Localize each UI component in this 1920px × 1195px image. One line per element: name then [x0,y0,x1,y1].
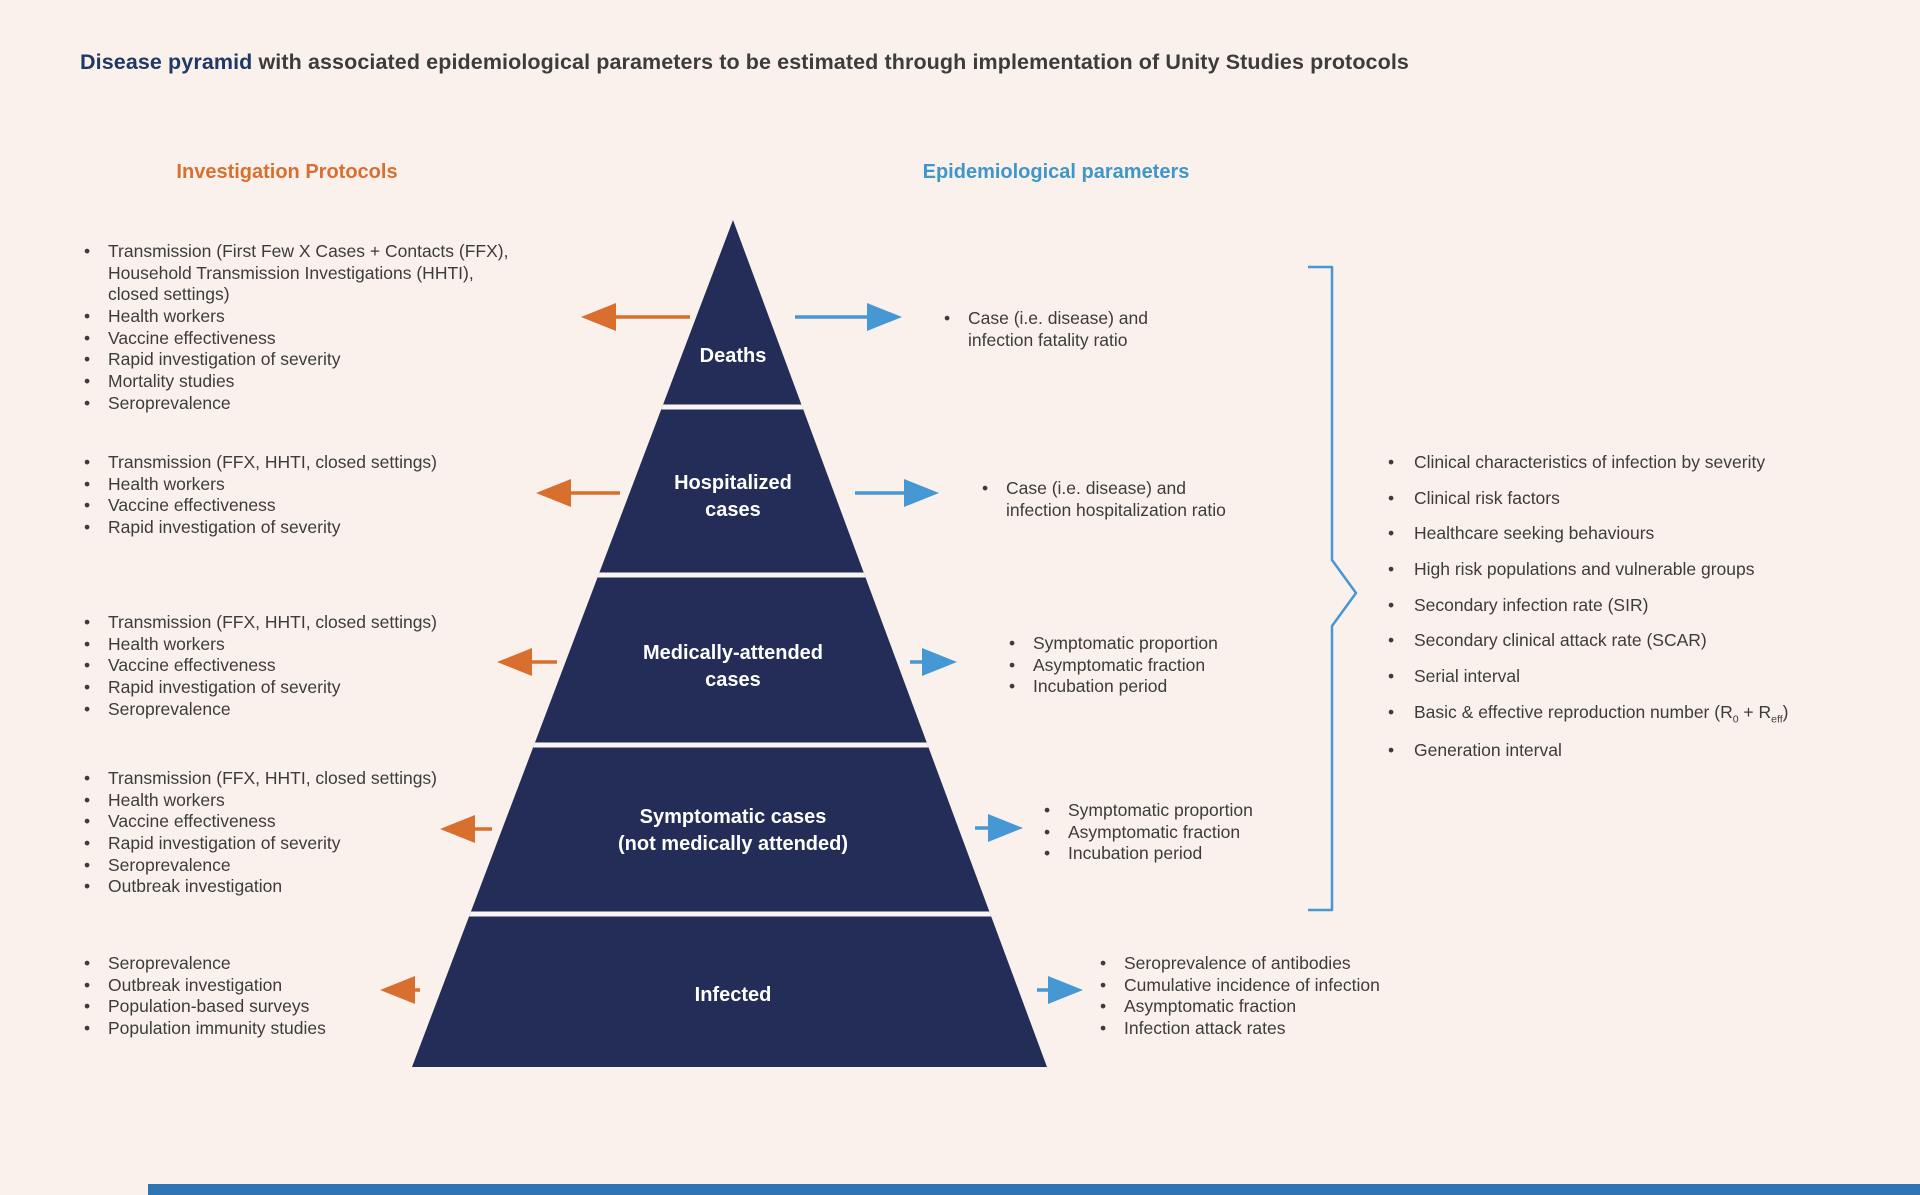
pyramid-label-medically-attended: Medically-attended cases [642,642,824,691]
pyramid-shape [412,220,1047,1067]
list-item: Symptomatic proportion [1042,800,1372,822]
investigation-list-deaths: Transmission (First Few X Cases + Contac… [82,241,552,415]
list-item: Vaccine effectiveness [82,495,552,517]
list-item: Health workers [82,474,552,496]
list-item: Symptomatic proportion [1007,633,1337,655]
list-item: Asymptomatic fraction [1007,655,1337,677]
list-item: Mortality studies [82,371,552,393]
list-item: Basic & effective reproduction number (R… [1386,702,1866,727]
investigation-list-symptomatic: Transmission (FFX, HHTI, closed settings… [82,768,552,898]
list-item: Population-based surveys [82,996,552,1018]
list-item: Case (i.e. disease) and infection hospit… [980,478,1340,521]
list-item: Health workers [82,790,552,812]
list-item: Outbreak investigation [82,975,552,997]
list-item: Incubation period [1007,676,1337,698]
list-item: Transmission (FFX, HHTI, closed settings… [82,768,552,790]
list-item: Generation interval [1386,740,1866,762]
pyramid-label-deaths: Deaths [699,345,767,367]
list-item: Asymptomatic fraction [1098,996,1458,1018]
epidemiological-parameters-header: Epidemiological parameters [922,161,1190,183]
list-item: Seroprevalence [82,953,552,975]
investigation-list-infected: SeroprevalenceOutbreak investigationPopu… [82,953,552,1040]
list-item: Seroprevalence [82,393,552,415]
list-item: High risk populations and vulnerable gro… [1386,559,1866,581]
investigation-list-hospitalized: Transmission (FFX, HHTI, closed settings… [82,452,552,539]
list-item: Secondary infection rate (SIR) [1386,595,1866,617]
parameter-list-deaths: Case (i.e. disease) and infection fatali… [942,308,1272,351]
list-item: Health workers [82,634,552,656]
list-item: Case (i.e. disease) and infection fatali… [942,308,1272,351]
list-item: Rapid investigation of severity [82,349,552,371]
list-item: Transmission (FFX, HHTI, closed settings… [82,612,552,634]
list-item: Clinical risk factors [1386,488,1866,510]
list-item: Health workers [82,306,552,328]
list-item: Healthcare seeking behaviours [1386,523,1866,545]
list-item: Seroprevalence [82,699,552,721]
list-item: Rapid investigation of severity [82,517,552,539]
parameter-list-infected: Seroprevalence of antibodiesCumulative i… [1098,953,1458,1040]
list-item: Rapid investigation of severity [82,833,552,855]
list-item: Transmission (FFX, HHTI, closed settings… [82,452,552,474]
parameter-list-hospitalized: Case (i.e. disease) and infection hospit… [980,478,1340,521]
list-item: Infection attack rates [1098,1018,1458,1040]
list-item: Secondary clinical attack rate (SCAR) [1386,630,1866,652]
page-title: Disease pyramid with associated epidemio… [80,50,1409,75]
list-item: Transmission (First Few X Cases + Contac… [82,241,552,306]
list-item: Seroprevalence of antibodies [1098,953,1458,975]
list-item: Outbreak investigation [82,876,552,898]
severity-brace-bracket [1308,265,1358,912]
list-item: Vaccine effectiveness [82,328,552,350]
bottom-accent-bar [148,1184,1920,1195]
pyramid-label-symptomatic: Symptomatic cases (not medically attende… [617,806,849,855]
parameter-arrows [795,303,1083,1004]
list-item: Incubation period [1042,843,1372,865]
list-item: Asymptomatic fraction [1042,822,1372,844]
list-item: Vaccine effectiveness [82,655,552,677]
severity-parameters-list: Clinical characteristics of infection by… [1386,452,1866,776]
parameter-list-medically-attended: Symptomatic proportionAsymptomatic fract… [1007,633,1337,698]
list-item: Seroprevalence [82,855,552,877]
list-item: Vaccine effectiveness [82,811,552,833]
investigation-list-medically-attended: Transmission (FFX, HHTI, closed settings… [82,612,552,720]
title-rest: with associated epidemiological paramete… [252,50,1409,74]
list-item: Cumulative incidence of infection [1098,975,1458,997]
list-item: Serial interval [1386,666,1866,688]
title-highlight: Disease pyramid [80,50,253,74]
investigation-protocols-header: Investigation Protocols [176,161,398,183]
parameter-list-symptomatic: Symptomatic proportionAsymptomatic fract… [1042,800,1372,865]
list-item: Rapid investigation of severity [82,677,552,699]
list-item: Population immunity studies [82,1018,552,1040]
pyramid-level-dividers [460,404,1006,917]
pyramid-label-infected: Infected [694,984,772,1006]
list-item: Clinical characteristics of infection by… [1386,452,1866,474]
pyramid-label-hospitalized: Hospitalized cases [674,472,792,521]
